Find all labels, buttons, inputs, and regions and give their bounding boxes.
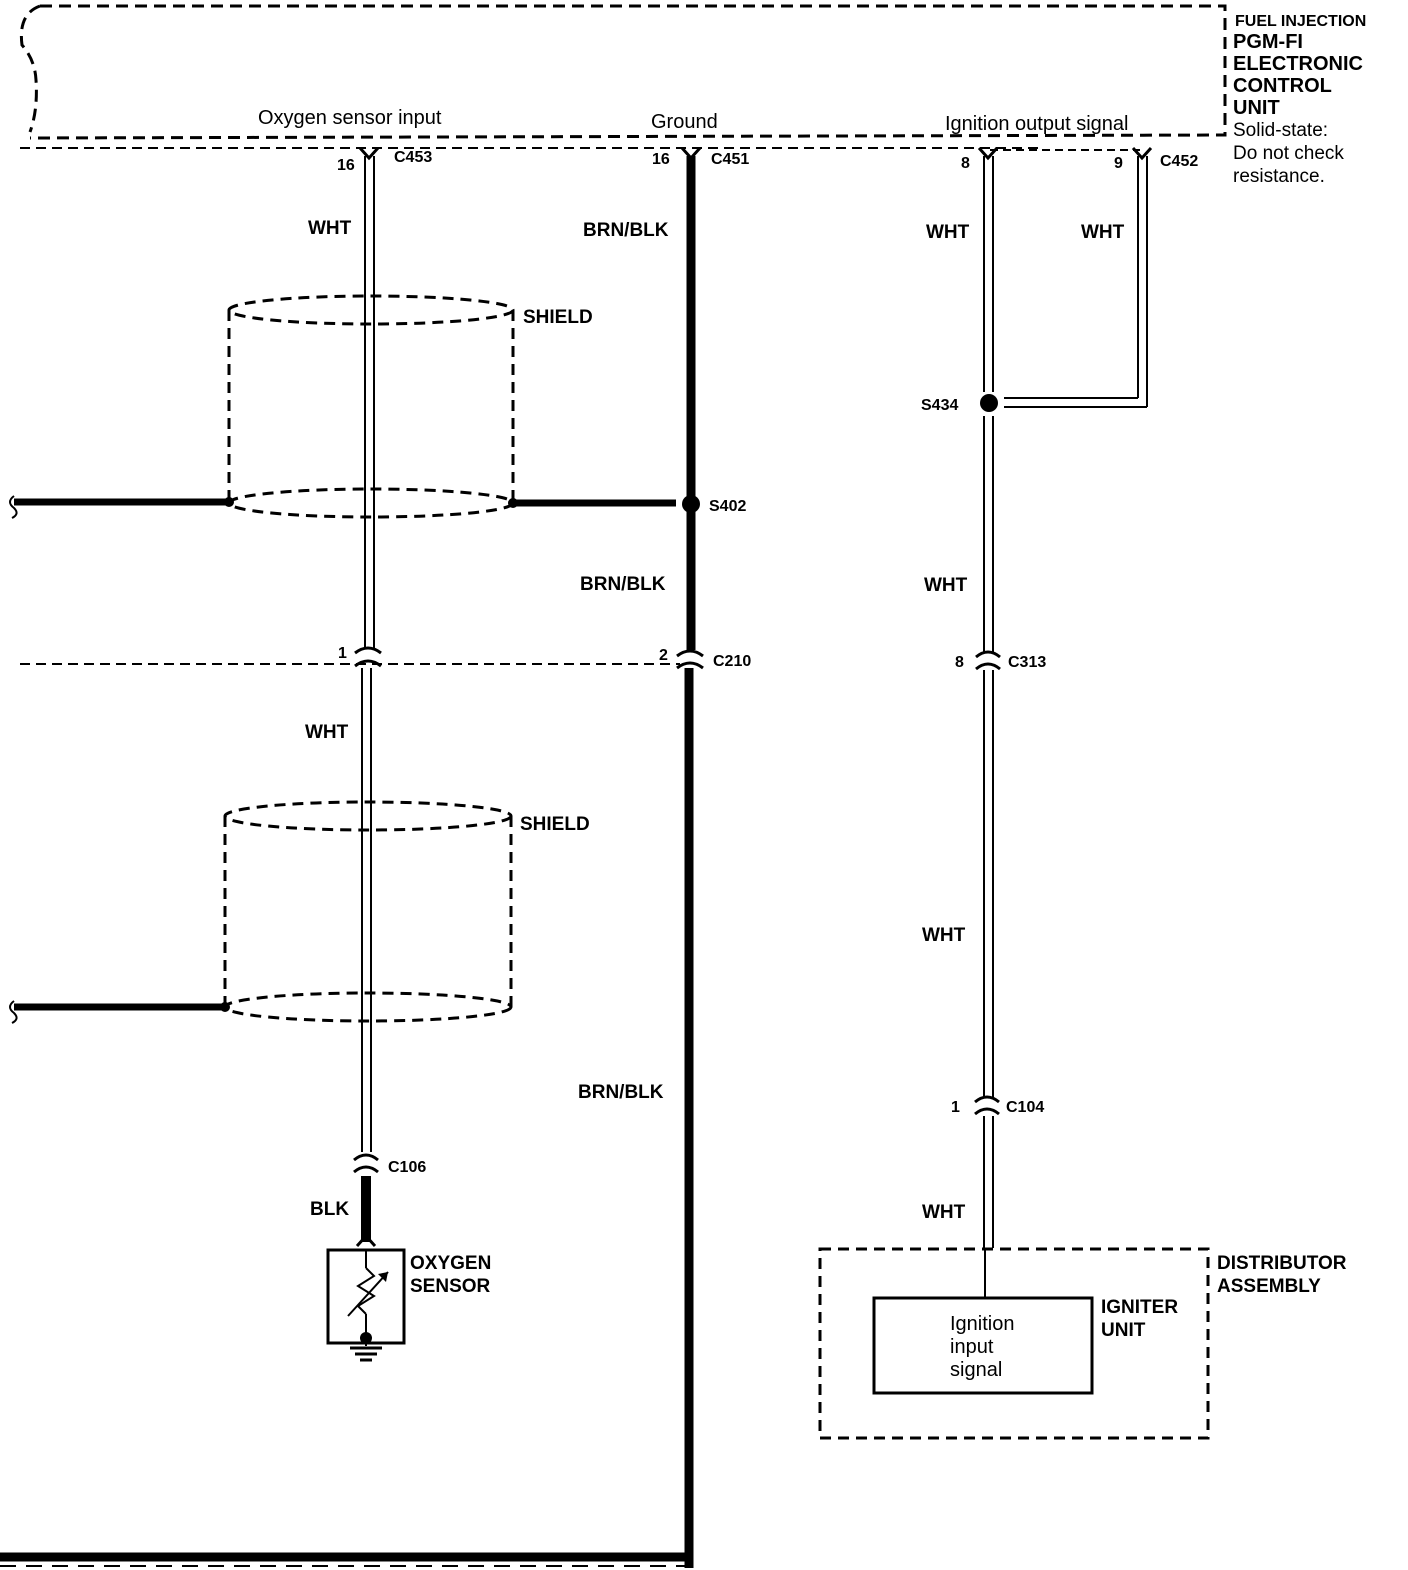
s402-splice-icon	[682, 495, 700, 513]
c452-pin9: 9	[1114, 155, 1123, 172]
svg-text:CONTROL: CONTROL	[1233, 75, 1332, 97]
c104-label: C104	[1006, 1099, 1044, 1116]
igniter-box-text-3: signal	[950, 1359, 1002, 1381]
c210-pin2: 2	[659, 647, 668, 664]
svg-text:Solid-state:: Solid-state:	[1233, 120, 1328, 141]
c210-label: C210	[713, 653, 751, 670]
header-oxygen-sensor-input: Oxygen sensor input	[258, 107, 442, 129]
wire-label-brn-blk: BRN/BLK	[583, 220, 669, 241]
c104-connector-icon	[974, 1095, 1000, 1116]
igniter-unit-label: IGNITER	[1101, 1297, 1178, 1318]
svg-text:UNIT: UNIT	[1233, 97, 1280, 119]
s434-label: S434	[921, 397, 958, 414]
header-ignition-output: Ignition output signal	[945, 113, 1128, 135]
oxygen-sensor-label: OXYGEN	[410, 1253, 491, 1274]
svg-text:ELECTRONIC: ELECTRONIC	[1233, 53, 1363, 75]
c313-label: C313	[1008, 654, 1046, 671]
oxygen-sensor-terminal-icon	[355, 1233, 377, 1248]
c104-pin: 1	[951, 1099, 960, 1116]
c210-pin1: 1	[338, 645, 347, 662]
s434-splice-icon	[980, 394, 998, 412]
c452-pin8: 8	[961, 155, 970, 172]
c451-connector-icon	[680, 146, 702, 161]
c210-connector-pin2-icon	[676, 649, 704, 670]
c210-connector-pin1-icon	[354, 646, 382, 668]
c452-pin9-connector-icon	[1131, 146, 1153, 161]
c106-connector-icon	[353, 1153, 379, 1174]
c452-label: C452	[1160, 153, 1198, 170]
wire-label-brn-blk-2: BRN/BLK	[580, 574, 666, 595]
shield-2-label: SHIELD	[520, 814, 590, 835]
c453-label: C453	[394, 149, 432, 166]
igniter-box-text-2: input	[950, 1336, 994, 1358]
wire-label-wht: WHT	[308, 218, 352, 239]
shield-1	[227, 294, 515, 519]
wire-label-wht-4: WHT	[1081, 222, 1125, 243]
s402-label: S402	[709, 498, 746, 515]
igniter-box-text-1: Ignition	[950, 1313, 1015, 1335]
shield-2	[223, 800, 513, 1023]
ground-wire	[0, 156, 696, 1568]
svg-text:Do not check: Do not check	[1233, 143, 1344, 164]
wire-label-wht-5: WHT	[924, 575, 968, 596]
c453-connector-icon	[358, 146, 380, 161]
svg-text:resistance.: resistance.	[1233, 166, 1325, 187]
shield-2-drain	[9, 1000, 230, 1024]
igniter-unit-box	[872, 1296, 1094, 1395]
c106-label: C106	[388, 1159, 426, 1176]
wire-label-brn-blk-3: BRN/BLK	[578, 1082, 664, 1103]
wire-label-wht-3: WHT	[926, 222, 970, 243]
wire-label-blk: BLK	[310, 1199, 349, 1220]
svg-text:FUEL INJECTION: FUEL INJECTION	[1235, 13, 1366, 30]
ecu-label: FUEL INJECTION PGM-FI ELECTRONIC CONTROL…	[1233, 13, 1366, 187]
c313-connector-icon	[975, 650, 1001, 671]
header-ground: Ground	[651, 111, 718, 133]
oxygen-sensor-icon	[326, 1248, 406, 1362]
svg-text:PGM-FI: PGM-FI	[1233, 31, 1303, 53]
wire-label-wht-2: WHT	[305, 722, 349, 743]
distributor-label: DISTRIBUTOR	[1217, 1253, 1347, 1274]
c452-pin8-connector-icon	[977, 146, 999, 161]
shield-1-drain	[9, 495, 676, 519]
distributor-label-2: ASSEMBLY	[1217, 1276, 1321, 1297]
ignition-wire-pin8	[983, 156, 994, 1248]
ecu-boundary	[19, 4, 1227, 140]
c451-pin: 16	[652, 151, 670, 168]
ignition-wire-pin9	[1004, 156, 1148, 408]
igniter-unit-label-2: UNIT	[1101, 1320, 1146, 1341]
oxygen-signal-wire	[361, 156, 375, 1152]
c313-pin: 8	[955, 654, 964, 671]
shield-1-label: SHIELD	[523, 307, 593, 328]
wire-label-wht-7: WHT	[922, 1202, 966, 1223]
wire-label-wht-6: WHT	[922, 925, 966, 946]
oxygen-sensor-label-2: SENSOR	[410, 1276, 491, 1297]
c453-pin: 16	[337, 157, 355, 174]
c451-label: C451	[711, 151, 749, 168]
